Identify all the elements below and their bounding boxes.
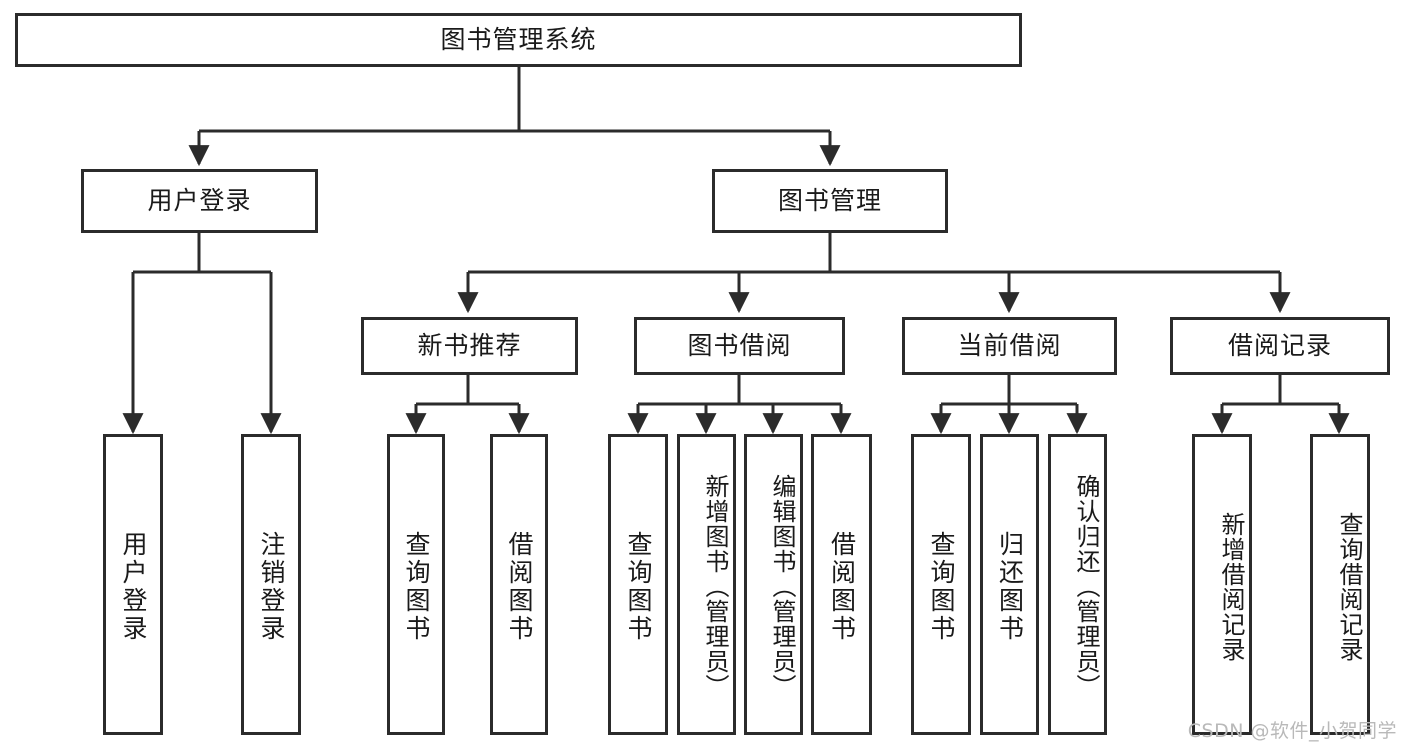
node-label: 编辑图书（管理员） — [768, 474, 796, 699]
node-label: 注销登录 — [257, 530, 286, 643]
leaf-borrow-add-book-admin[interactable]: 新增图书（管理员） — [677, 434, 736, 735]
csdn-watermark: CSDN @软件_小贺同学 — [1187, 720, 1397, 742]
node-label: 确认归还（管理员） — [1072, 474, 1100, 699]
node-label: 图书管理 — [777, 186, 882, 216]
node-label: 新增借阅记录 — [1217, 511, 1245, 662]
node-label: 图书借阅 — [687, 331, 792, 361]
node-label: 查询借阅记录 — [1335, 511, 1363, 662]
node-label: 用户登录 — [119, 530, 148, 643]
node-label: 查询图书 — [927, 530, 956, 643]
leaf-borrow-borrow-book[interactable]: 借阅图书 — [811, 434, 872, 735]
node-user-login[interactable]: 用户登录 — [81, 169, 318, 233]
leaf-record-query-record[interactable]: 查询借阅记录 — [1310, 434, 1370, 735]
node-label: 新增图书（管理员） — [701, 474, 729, 699]
node-book-management[interactable]: 图书管理 — [712, 169, 948, 233]
leaf-current-query-book[interactable]: 查询图书 — [911, 434, 971, 735]
node-label: 借阅记录 — [1227, 331, 1332, 361]
node-label: 借阅图书 — [505, 530, 534, 643]
node-label: 当前借阅 — [957, 331, 1062, 361]
node-label: 借阅图书 — [827, 530, 857, 643]
node-label: 查询图书 — [402, 530, 431, 643]
node-label: 图书管理系统 — [440, 25, 597, 55]
node-root-system[interactable]: 图书管理系统 — [15, 13, 1022, 67]
leaf-recommend-borrow-book[interactable]: 借阅图书 — [490, 434, 548, 735]
leaf-borrow-edit-book-admin[interactable]: 编辑图书（管理员） — [744, 434, 803, 735]
leaf-user-login-logout[interactable]: 注销登录 — [241, 434, 301, 735]
node-current-borrow[interactable]: 当前借阅 — [902, 317, 1117, 375]
leaf-recommend-query-book[interactable]: 查询图书 — [387, 434, 445, 735]
leaf-user-login-login[interactable]: 用户登录 — [103, 434, 163, 735]
leaf-borrow-query-book[interactable]: 查询图书 — [608, 434, 668, 735]
leaf-record-add-record[interactable]: 新增借阅记录 — [1192, 434, 1252, 735]
node-label: 归还图书 — [995, 530, 1025, 643]
node-label: 新书推荐 — [417, 331, 522, 361]
node-book-borrow[interactable]: 图书借阅 — [634, 317, 845, 375]
node-new-book-recommend[interactable]: 新书推荐 — [361, 317, 578, 375]
node-label: 查询图书 — [624, 530, 653, 643]
node-label: 用户登录 — [147, 186, 252, 216]
leaf-current-return-book[interactable]: 归还图书 — [980, 434, 1039, 735]
node-borrow-record[interactable]: 借阅记录 — [1170, 317, 1390, 375]
leaf-current-confirm-return-admin[interactable]: 确认归还（管理员） — [1048, 434, 1107, 735]
